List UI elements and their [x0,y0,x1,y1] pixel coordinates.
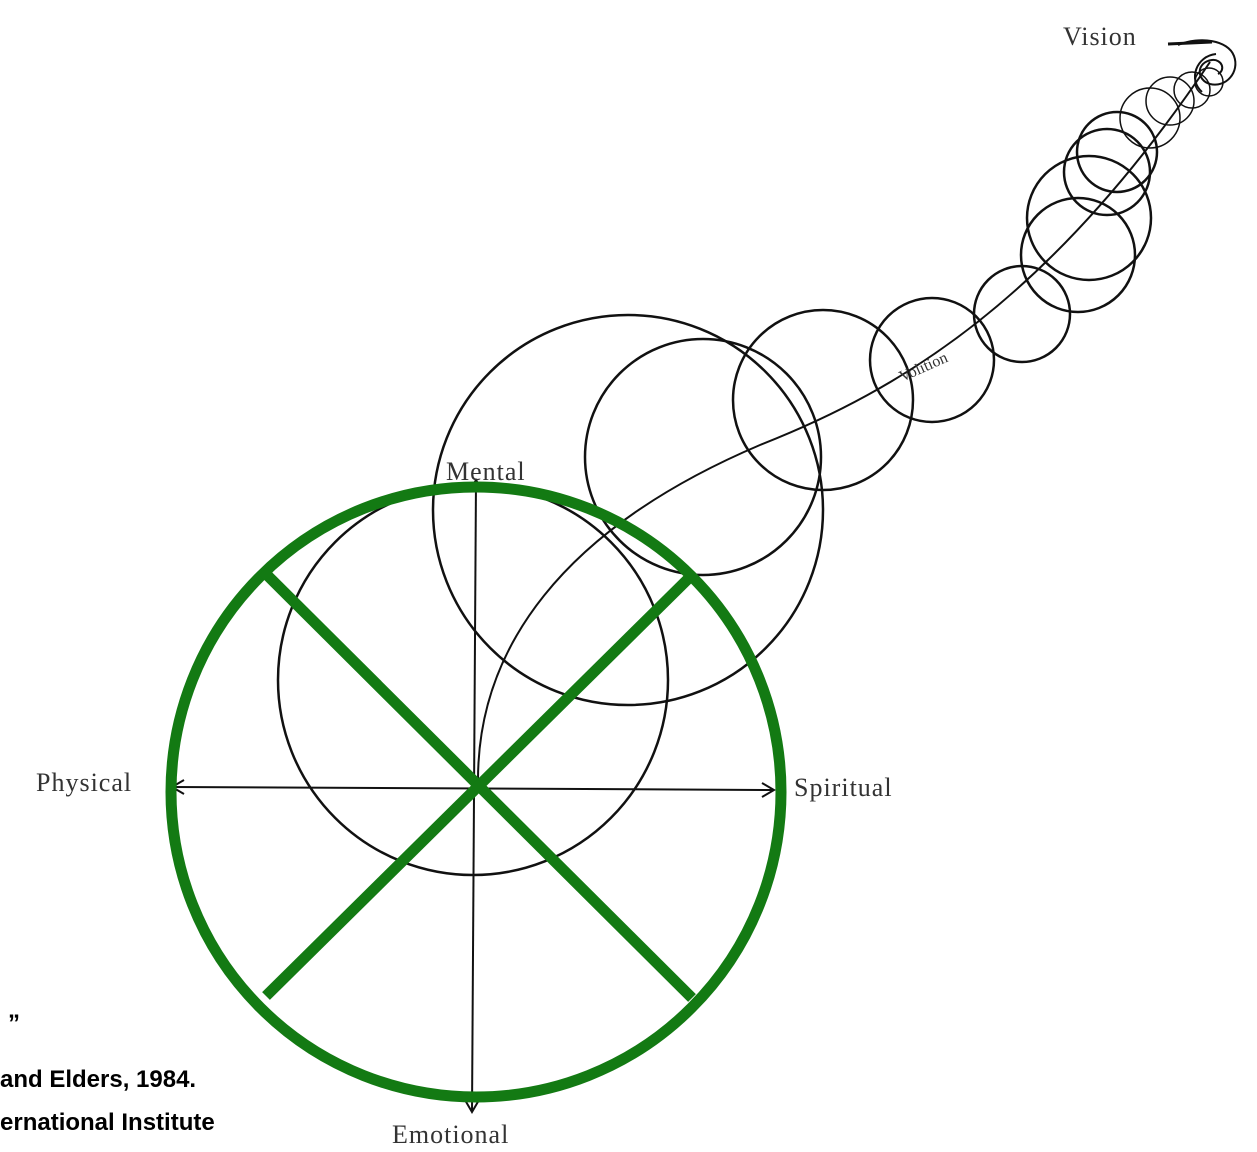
mental-label: Mental [446,457,526,486]
emotional-label: Emotional [392,1120,509,1149]
volition-label: Volition [897,349,951,385]
growth-circle-3 [585,339,821,575]
physical-label: Physical [36,768,132,797]
caption-line-3: ernational Institute [0,1111,215,1135]
caption-line-2: and Elders, 1984. [0,1068,196,1092]
growth-circle-2 [433,315,823,705]
caption-line-1: ” [8,1012,20,1036]
vision-label: Vision [1063,22,1137,51]
spiritual-label: Spiritual [794,773,893,802]
growth-circles [278,68,1223,875]
vision-spiral-icon [1168,40,1235,92]
growth-circle-9 [1064,129,1150,215]
